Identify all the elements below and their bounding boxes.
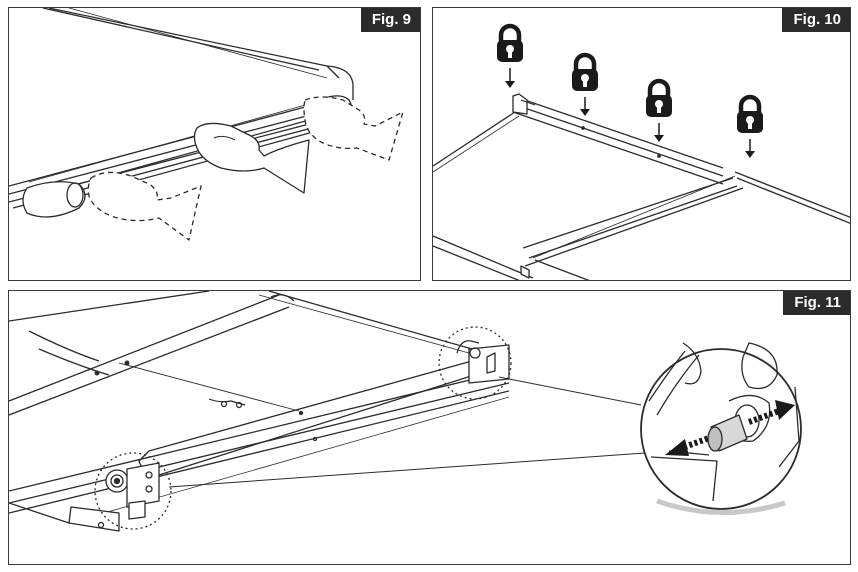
lock-icon	[497, 23, 523, 62]
arrow-down-icon	[505, 68, 515, 88]
figure-9-panel: Fig. 9	[8, 7, 421, 281]
figure-9-label: Fig. 9	[360, 8, 420, 32]
double-arrow-icon	[665, 400, 795, 456]
fig11-illustration	[9, 291, 802, 532]
lock-icon	[646, 78, 672, 117]
figure-11-label: Fig. 11	[783, 291, 850, 315]
lock-icon	[737, 94, 763, 133]
arrow-down-icon	[654, 123, 664, 142]
figure-11-panel: Fig. 11	[8, 290, 851, 565]
figure-10-label: Fig. 10	[782, 8, 850, 32]
figure-10-panel: Fig. 10	[432, 7, 851, 281]
fig10-illustration	[433, 93, 850, 280]
lock-arrows-layer	[497, 23, 763, 158]
fig9-illustration	[9, 8, 404, 241]
arrow-down-icon	[745, 139, 755, 158]
lock-icon	[572, 52, 598, 91]
arrow-down-icon	[580, 97, 590, 116]
